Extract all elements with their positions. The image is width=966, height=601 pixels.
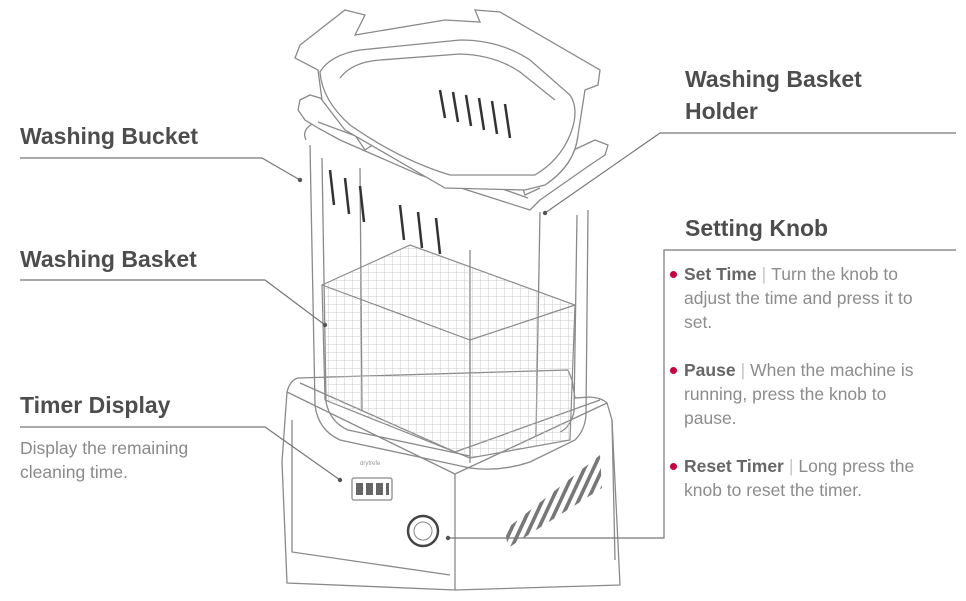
label-timer-display: Timer Display [20, 392, 171, 418]
timer-display-description: Display the remaining cleaning time. [20, 436, 188, 484]
bucket-top-rim [294, 9, 601, 191]
knob-item-name: Set Time [684, 264, 757, 284]
basket-holder-line: Washing Basket [685, 66, 862, 92]
timer-desc-line: cleaning time. [20, 462, 128, 482]
knob-item-text: set. [684, 312, 713, 332]
bullet-dot-icon [670, 271, 677, 278]
label-washing-basket: Washing Basket [20, 246, 197, 272]
bullet-dot-icon [670, 463, 677, 470]
bullet-dot-icon [670, 367, 677, 374]
knob-item-text: Turn the knob to [771, 264, 898, 284]
timer-desc-line: Display the remaining [20, 438, 189, 458]
svg-text:dryfrefe: dryfrefe [360, 461, 381, 467]
label-washing-basket-holder: Washing Basket Holder [685, 63, 862, 127]
knob-item-text: knob to reset the timer. [684, 480, 863, 500]
basket-holder-line: Holder [685, 98, 758, 124]
knob-item-text: running, press the knob to [684, 384, 887, 404]
knob-item-text: adjust the time and press it to [684, 288, 913, 308]
knob-item-text: Long press the [798, 456, 915, 476]
washing-basket [321, 244, 576, 459]
label-washing-bucket: Washing Bucket [20, 123, 199, 149]
knob-item-text: When the machine is [750, 360, 914, 380]
knob-item-text: pause. [684, 408, 737, 428]
timer-digits [356, 483, 389, 495]
leader-lines [20, 132, 956, 539]
knob-item-name: Pause [684, 360, 736, 380]
knob-item-pause: Pause|When the machine is running, press… [670, 358, 959, 430]
leader-dots [297, 177, 548, 541]
basket-comb [328, 89, 512, 255]
vents-right [505, 455, 602, 548]
knob-item-set-time: Set Time|Turn the knob to adjust the tim… [670, 262, 959, 334]
knob-item-name: Reset Timer [684, 456, 784, 476]
knob-item-reset-timer: Reset Timer|Long press the knob to reset… [670, 454, 959, 502]
label-setting-knob: Setting Knob [685, 215, 829, 241]
